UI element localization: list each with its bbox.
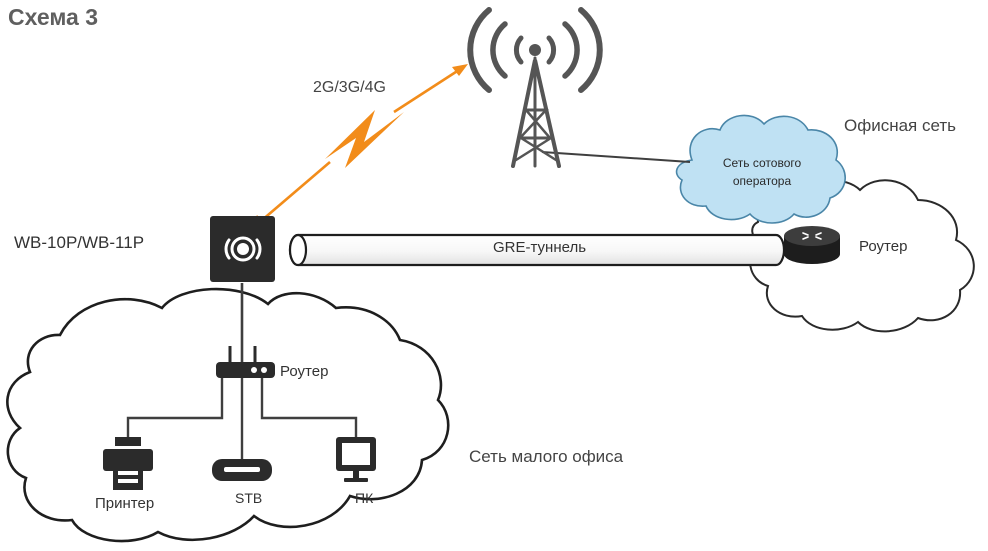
stb-label: STB <box>235 490 263 506</box>
gre-tunnel <box>288 233 786 267</box>
cell-tower-icon <box>467 7 603 168</box>
tower-link-line <box>541 151 691 163</box>
small-office-cloud <box>6 287 450 543</box>
office-network-label: Офисная сеть <box>844 116 957 135</box>
stb-icon <box>212 459 272 481</box>
printer-label: Принтер <box>95 495 155 512</box>
local-router-label: Роутер <box>280 363 329 380</box>
tunnel-label: GRE-туннель <box>493 239 587 256</box>
monitor-icon <box>336 437 376 482</box>
cellular-network-label: Сеть сотового оператора <box>722 156 802 188</box>
office-router-label: Роутер <box>859 238 908 255</box>
router-icon <box>784 226 840 264</box>
printer-icon <box>103 437 153 490</box>
band-label: 2G/3G/4G <box>313 79 386 96</box>
small-office-label: Сеть малого офиса <box>469 447 624 466</box>
device-label: WB-10P/WB-11P <box>14 233 145 252</box>
pc-label: ПК <box>355 490 374 506</box>
cellular-cloud <box>675 114 846 224</box>
lan-lines <box>126 378 358 460</box>
router-icon <box>216 346 275 378</box>
wireless-device-icon <box>210 216 275 282</box>
diagram-title: Схема 3 <box>8 4 99 30</box>
